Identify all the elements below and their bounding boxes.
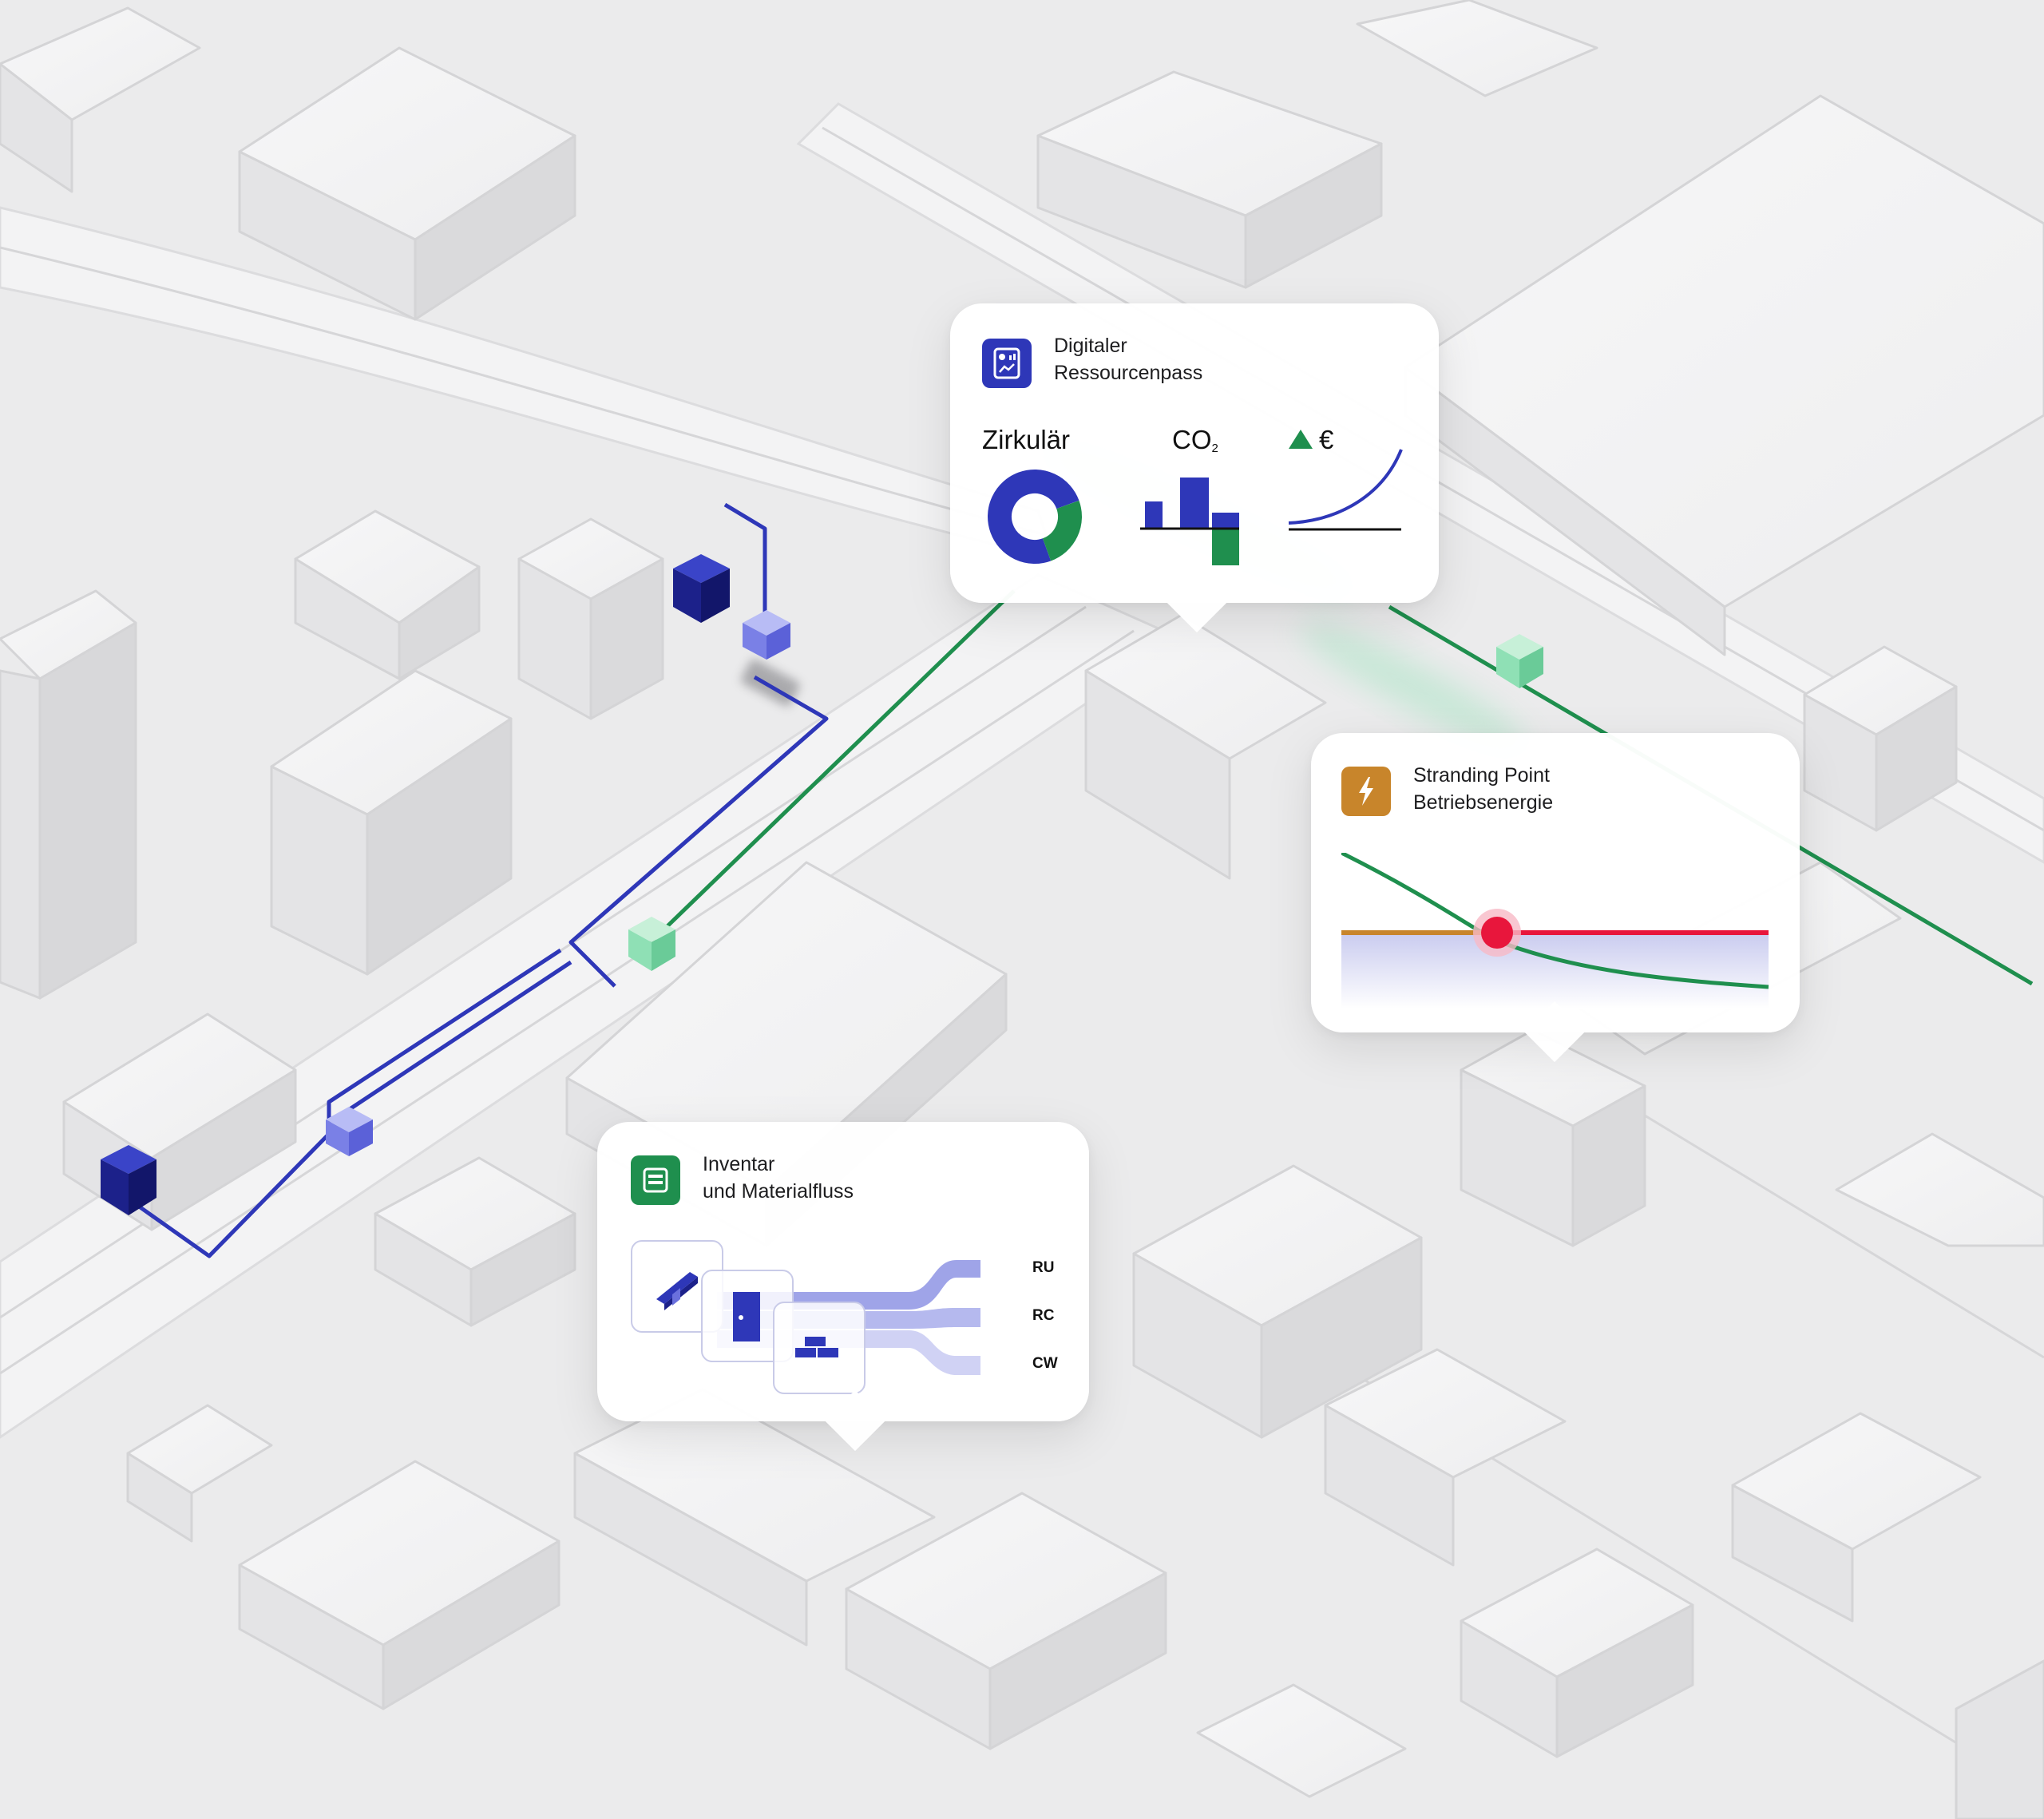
flow-label-rc: RC	[1032, 1307, 1055, 1324]
circular-label: Zirkulär	[982, 425, 1071, 454]
cost-curve-chart	[1288, 449, 1403, 531]
report-chart-icon	[982, 339, 1032, 388]
inventory-card[interactable]: Inventar und Materialfluss RU RC CW	[597, 1122, 1089, 1421]
resource-passport-card[interactable]: Digitaler Ressourcenpass Zirkulär CO2 €	[950, 303, 1439, 603]
euro-sign: €	[1319, 425, 1334, 454]
circular-donut-chart	[988, 470, 1082, 564]
co2-text: CO	[1172, 425, 1212, 454]
steel-beam-icon	[656, 1272, 698, 1310]
card-title-line: Stranding Point	[1413, 764, 1550, 787]
flow-label-cw: CW	[1032, 1355, 1058, 1372]
node-cube	[743, 610, 790, 660]
co2-subscript: 2	[1211, 442, 1218, 455]
card-title-line: Ressourcenpass	[1054, 362, 1203, 384]
card-title-line: Betriebsenergie	[1413, 791, 1554, 814]
lightning-icon	[1341, 767, 1391, 816]
card-title: Stranding Point Betriebsenergie	[1413, 762, 1553, 816]
bricks-tile[interactable]	[773, 1302, 866, 1394]
card-title: Inventar und Materialfluss	[703, 1151, 854, 1205]
card-title-line: und Materialfluss	[703, 1180, 854, 1203]
card-title-line: Inventar	[703, 1153, 775, 1175]
door-icon	[733, 1292, 760, 1341]
stranding-point-card[interactable]: Stranding Point Betriebsenergie	[1311, 733, 1800, 1032]
list-icon	[631, 1155, 680, 1205]
co2-label: CO2	[1172, 425, 1218, 455]
card-title-line: Digitaler	[1054, 335, 1127, 357]
stranding-chart	[1341, 853, 1769, 1009]
bricks-icon	[795, 1337, 838, 1357]
co2-bar-chart	[1140, 478, 1239, 565]
card-title: Digitaler Ressourcenpass	[1054, 332, 1202, 386]
flow-label-ru: RU	[1032, 1259, 1055, 1276]
triangle-up-icon	[1289, 430, 1313, 449]
cost-label: €	[1289, 425, 1333, 455]
